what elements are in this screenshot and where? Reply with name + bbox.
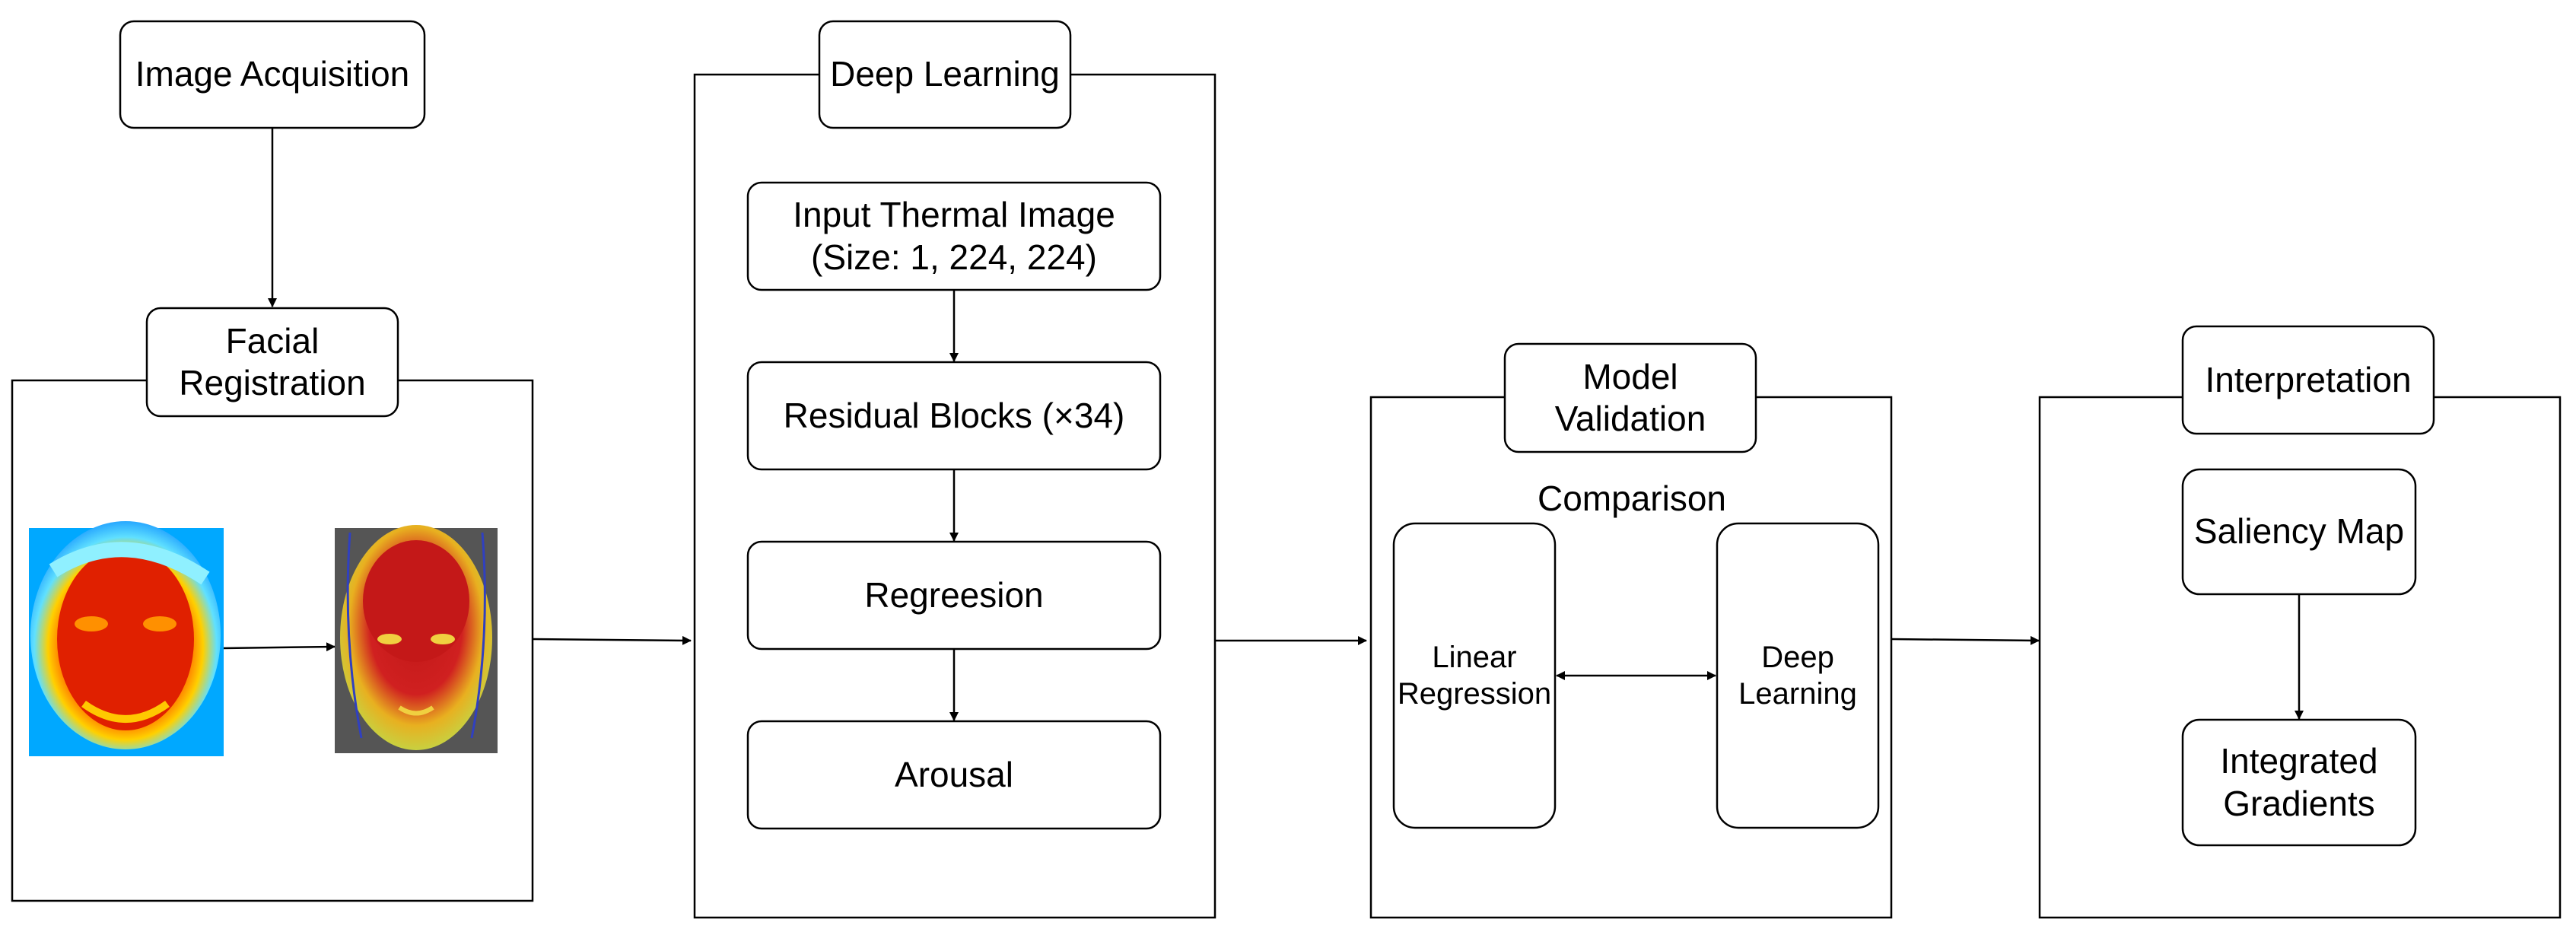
- integrated-gradients-box: [2181, 718, 2417, 847]
- interpretation-box: [2181, 325, 2435, 435]
- regression-box: [746, 540, 1162, 650]
- arousal-box: [746, 720, 1162, 830]
- residual-blocks-box: [746, 361, 1162, 471]
- thermal-face-image: [29, 521, 224, 756]
- facial-registration-box: [145, 307, 399, 418]
- arrow-stage1-to-stage2: [532, 635, 692, 645]
- arrow-raw-to-registered: [223, 642, 336, 652]
- model-validation-box: [1503, 342, 1757, 453]
- deep-learning-box: [818, 20, 1072, 129]
- arrow-stage3-to-stage4: [1891, 635, 2040, 645]
- deep-learning-compare-box: [1716, 522, 1880, 829]
- image-acquisition-box: [119, 20, 426, 129]
- linear-regression-box: [1392, 522, 1557, 829]
- input-thermal-image-box: [746, 181, 1162, 291]
- saliency-map-box: [2181, 468, 2417, 596]
- registered-face-image: [335, 525, 498, 753]
